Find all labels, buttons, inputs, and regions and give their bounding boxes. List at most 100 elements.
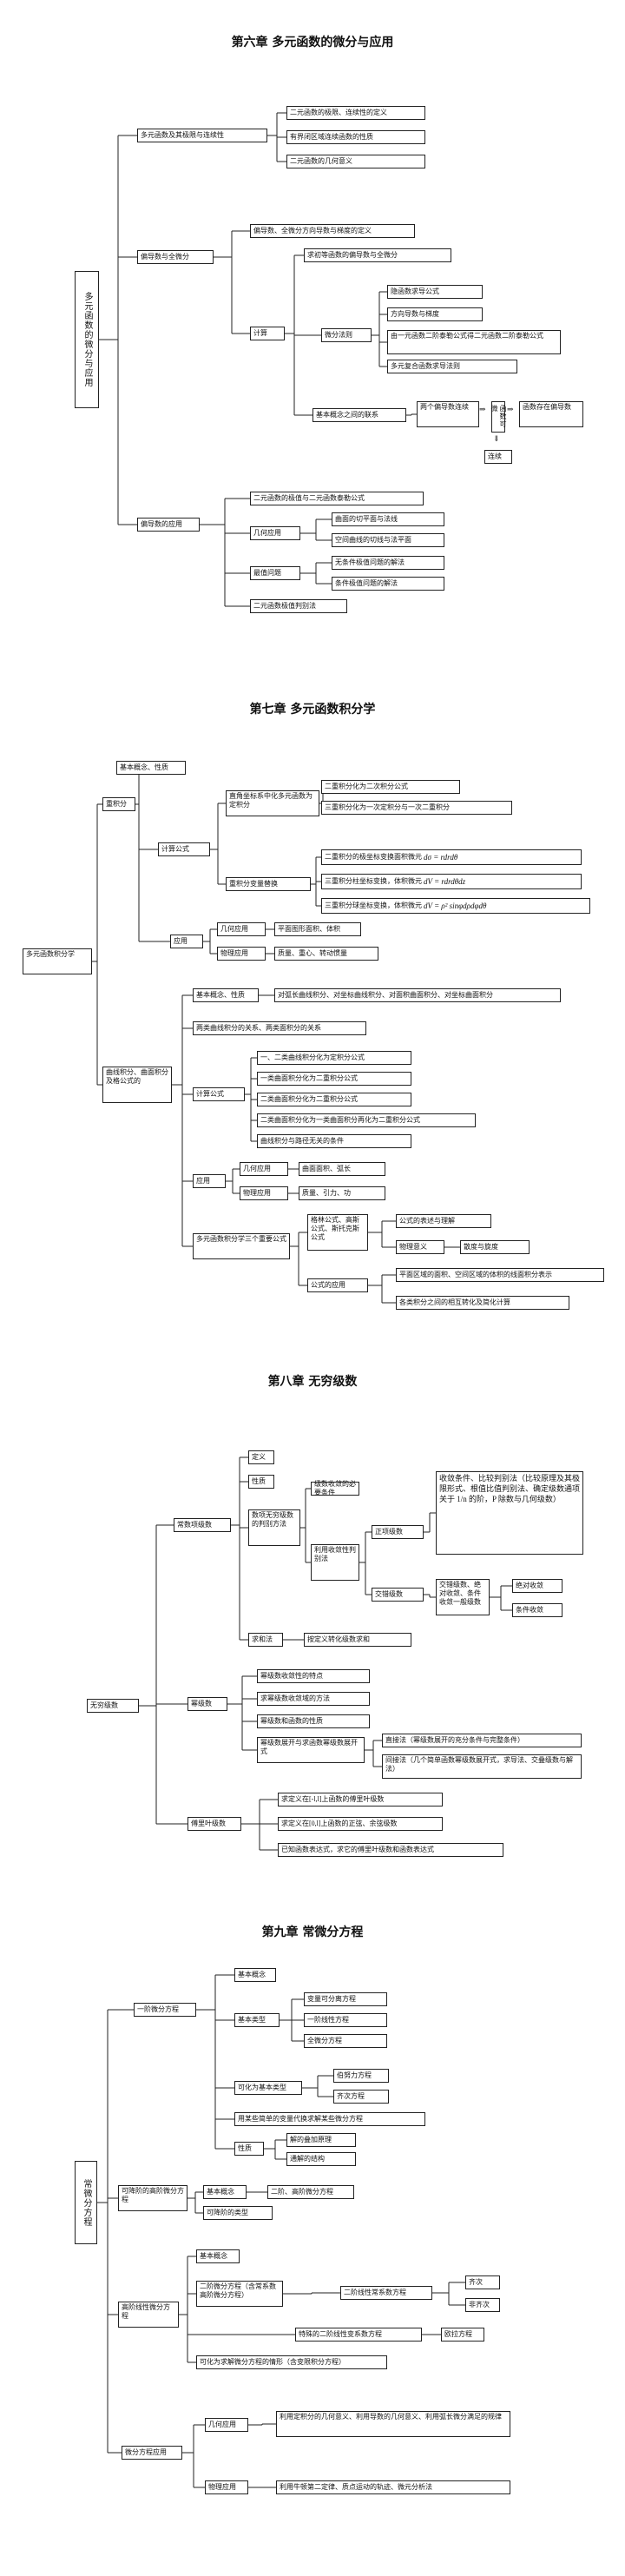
ch7-ls-phys: 物理应用: [240, 1186, 288, 1200]
ch6-extremum-taylor: 二元函数的极值与二元函数泰勒公式: [250, 492, 424, 505]
ch7-ls-concepts: 基本概念、性质: [193, 988, 259, 1002]
ch6-unconstrained: 无条件极值问题的解法: [332, 556, 444, 570]
ch6-extremum-test: 二元函数极值判别法: [250, 599, 347, 613]
ch9-const-coeff: 二阶线性常系数方程: [340, 2286, 432, 2300]
ch8-definition: 定义: [248, 1450, 274, 1464]
ch9-properties: 性质: [234, 2142, 264, 2156]
ch7-triple-iterated: 三重积分化为一次定积分与一次二重积分: [321, 801, 512, 815]
ch7-conversion: 各类积分之间的相互转化及简化计算: [396, 1296, 569, 1310]
ch6-partial-app: 偏导数的应用: [137, 518, 200, 532]
ch6-concept-links: 基本概念之间的联系: [312, 408, 406, 422]
ch7-root: 多元函数积分学: [23, 948, 92, 974]
ch7-phys-app: 物理应用: [217, 947, 266, 961]
ch6-continuous: 连续: [484, 450, 512, 464]
ch7-cylindrical: 三重积分柱坐标变换，体积微元 dV = rdrdθdz: [321, 874, 582, 889]
ch6-implies-arrow2: ⇒: [507, 405, 514, 413]
ch7-three-theorems: 多元函数积分学三个重要公式: [193, 1233, 290, 1259]
ch8-positive-series: 正项级数: [372, 1525, 424, 1539]
ch8-fourier-1: 求定义在[-l,l]上函数的傅里叶级数: [278, 1793, 443, 1807]
ch8-conditional: 条件收敛: [512, 1603, 562, 1617]
ch8-power-series: 幂级数: [188, 1697, 227, 1711]
ch7-double-iterated: 二重积分化为二次积分公式: [321, 780, 460, 794]
ch9-euler: 欧拉方程: [441, 2328, 484, 2342]
ch8-conv-feature: 幂级数收敛性的特点: [257, 1669, 370, 1683]
ch9-general-solution: 通解的结构: [286, 2152, 356, 2166]
ch8-indirect: 间接法（几个简单函数幂级数展开式，求导法、交叠级数与解法）: [382, 1754, 582, 1779]
ch6-differentiable: 函数可微: [490, 401, 507, 433]
ch7-cyl-formula: dV = rdrdθdz: [424, 877, 466, 886]
ch6-geometric-meaning: 二元函数的几何意义: [286, 155, 425, 168]
ch8-summation: 求和法: [248, 1633, 283, 1647]
ch9-ode-app: 微分方程应用: [122, 2446, 182, 2460]
ch8-comparison-test: 收敛条件、比较判别法（比较原理及其极限形式、根值比值判别法、确定级数通项关于 1…: [436, 1471, 583, 1555]
ch8-constant-series: 常数项级数: [174, 1518, 231, 1532]
ch9-phys-app: 物理应用: [205, 2480, 248, 2494]
ch9-exact: 全微分方程: [304, 2034, 387, 2048]
ch7-path-independence: 曲线积分与路径无关的条件: [257, 1134, 411, 1148]
ch7-surf2: 二类曲面积分化为二重积分公式: [257, 1093, 411, 1106]
ch7-surf1: 一类曲面积分化为二重积分公式: [257, 1072, 411, 1086]
ch6-root: 多元函数的微分与应用: [75, 271, 99, 408]
ch8-root: 无穷级数: [87, 1699, 139, 1713]
ch7-sph-formula: dV = ρ² sinφdρdφdθ: [424, 902, 487, 910]
ch8-conv-domain: 求幂级数收敛域的方法: [257, 1692, 370, 1706]
ch9-a-concepts: 基本概念: [234, 1968, 276, 1982]
ch8-absolute: 绝对收敛: [512, 1579, 562, 1593]
ch7-statement: 公式的表述与理解: [396, 1214, 491, 1228]
chapter7-title: 第七章 多元函数积分学: [249, 703, 376, 717]
ch7-cyl-text: 三重积分柱坐标变换，体积微元: [325, 877, 422, 885]
ch6-calculation: 计算: [250, 327, 285, 340]
ch9-bernoulli: 伯努力方程: [333, 2069, 389, 2083]
ch6-implicit-deriv: 隐函数求导公式: [387, 285, 483, 299]
ch7-sph-text: 三重积分球坐标变换，体积微元: [325, 902, 422, 909]
ch9-nonhomog: 非齐次: [465, 2298, 500, 2312]
ch8-by-definition: 按定义转化级数求和: [304, 1633, 411, 1647]
ch6-taylor: 由一元函数二阶泰勒公式得二元函数二阶泰勒公式: [387, 330, 561, 354]
chapter6-title: 第六章 多元函数的微分与应用: [231, 36, 394, 50]
ch9-c-concepts: 基本概念: [196, 2249, 240, 2263]
ch7-ls-geo: 几何应用: [240, 1162, 288, 1176]
ch6-tangent-plane: 曲面的切平面与法线: [332, 512, 444, 526]
ch7-line-surface: 曲线积分、曲面积分及格公式的: [102, 1067, 172, 1103]
ch6-partial-total-diff: 偏导数与全微分: [137, 250, 214, 264]
ch6-constrained: 条件极值问题的解法: [332, 577, 444, 591]
ch7-ls-formulas: 计算公式: [193, 1087, 245, 1101]
ch7-geo-app: 几何应用: [217, 922, 266, 936]
ch7-multiple-integral: 重积分: [102, 797, 135, 811]
ch9-second-higher: 二阶、高阶微分方程: [267, 2185, 354, 2199]
chapter9-title: 第九章 常微分方程: [261, 1925, 364, 1939]
ch7-physical-meaning: 物理意义: [396, 1240, 444, 1254]
ch7-formulas: 计算公式: [158, 842, 210, 856]
ch7-ls-app: 应用: [193, 1174, 226, 1188]
ch7-surface-area: 曲面面积、弧长: [299, 1162, 385, 1176]
ch9-homogeneous: 齐次方程: [333, 2090, 389, 2104]
ch9-variable-coeff: 特殊的二阶线性变系数方程: [295, 2328, 422, 2342]
ch8-abs-cond: 交错级数、绝对收敛、条件收敛一般级数: [436, 1579, 490, 1615]
ch9-linear: 一阶线性方程: [304, 2013, 387, 2027]
ch7-line-to-def: 一、二类曲线积分化为定积分公式: [257, 1051, 411, 1065]
ch7-surf2-to-1: 二类曲面积分化为一类曲面积分再化为二重积分公式: [257, 1113, 476, 1127]
ch7-spherical: 三重积分球坐标变换，体积微元 dV = ρ² sinφdρdφdθ: [321, 898, 590, 914]
chapter8-title: 第八章 无穷级数: [267, 1375, 358, 1389]
ch9-homog: 齐次: [465, 2275, 500, 2289]
ch8-necessary: 级数收敛的必要条件: [311, 1480, 359, 1496]
ch9-reducible-basic: 可化为基本类型: [234, 2081, 302, 2095]
ch9-root: 常微分方程: [75, 2161, 97, 2244]
ch9-separable: 变量可分离方程: [304, 1992, 387, 2006]
ch7-polar-text: 二重积分的极坐标变换面积微元: [325, 853, 422, 861]
ch8-direct: 直接法（幂级数展开的充分条件与完整条件）: [382, 1734, 582, 1747]
ch6-directional-deriv: 方向导数与梯度: [387, 307, 483, 321]
ch7-green-gauss-stokes: 格林公式、高斯公式、斯托克斯公式: [307, 1214, 368, 1251]
ch9-linear-higher: 高阶线性微分方程: [118, 2302, 179, 2328]
ch6-tangent-line: 空间曲线的切线与法平面: [332, 533, 444, 547]
ch9-b-concepts: 基本概念: [203, 2185, 247, 2199]
ch7-application: 应用: [170, 935, 203, 948]
ch6-implies-arrow3: ⇓: [493, 434, 500, 443]
ch9-basic-types: 基本类型: [234, 2013, 280, 2027]
ch8-property: 性质: [248, 1475, 274, 1489]
ch8-fourier: 傅里叶级数: [188, 1817, 241, 1831]
ch9-reducible-order: 可降阶的高阶微分方程: [118, 2185, 188, 2211]
ch7-relations: 两类曲线积分的关系、两类面积分的关系: [193, 1021, 366, 1035]
ch6-elem-partials: 求初等函数的偏导数与全微分: [304, 248, 451, 262]
